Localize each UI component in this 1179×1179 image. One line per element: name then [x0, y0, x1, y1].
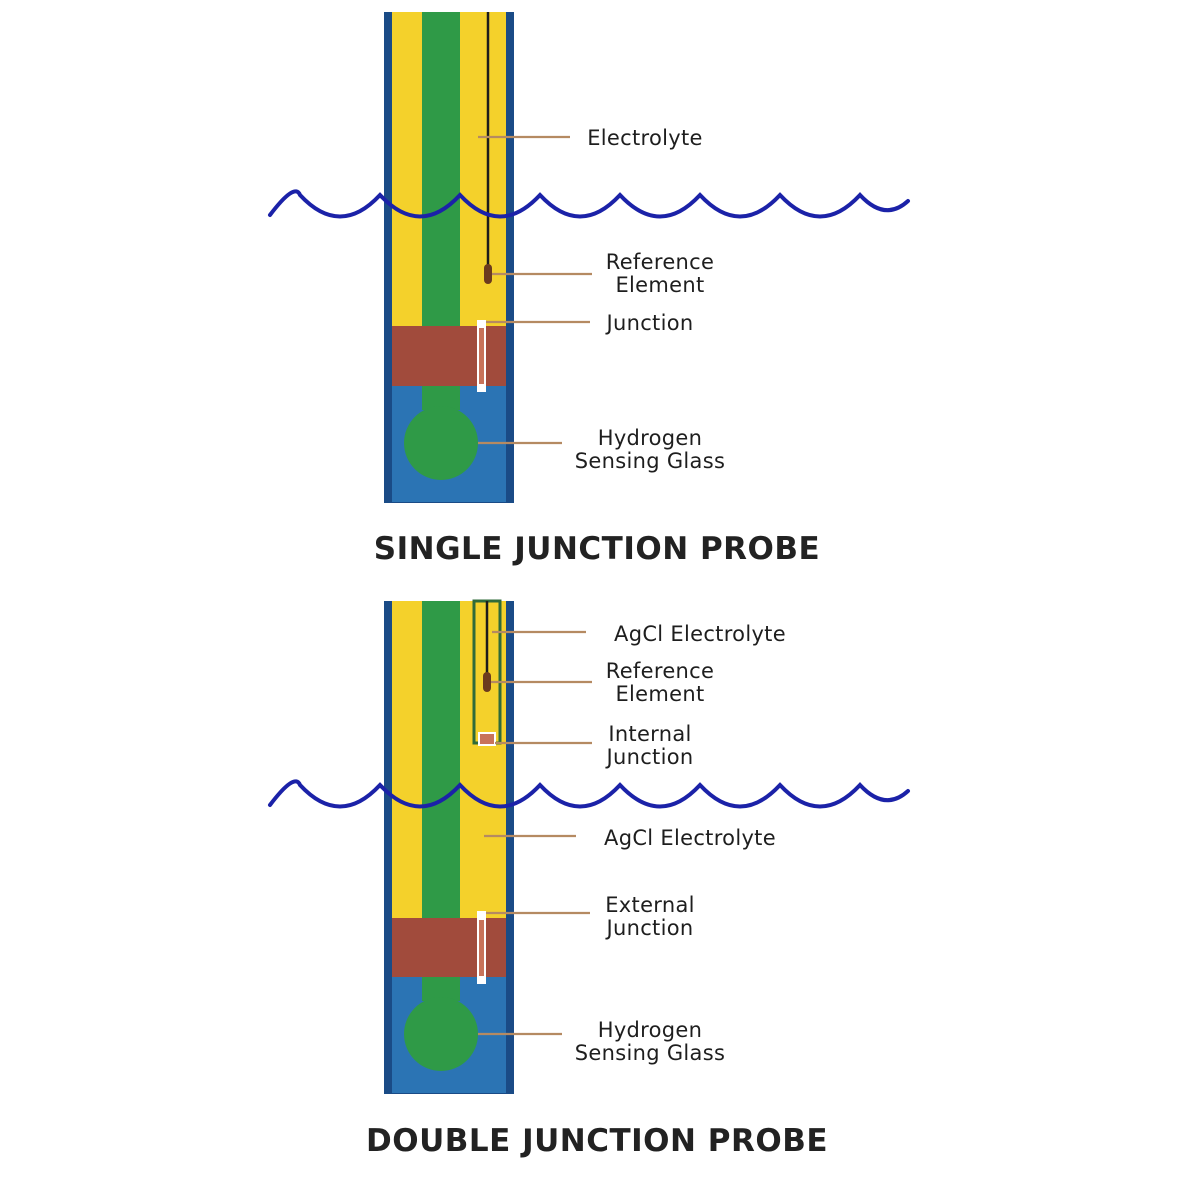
double-inner-tube	[422, 601, 460, 918]
double-label-external-line1: External	[605, 893, 695, 917]
single-junction-frit-core	[479, 328, 484, 384]
single-label-glass-line1: Hydrogen	[598, 426, 703, 450]
double-label-external-line2: Junction	[605, 916, 694, 940]
double-probe-body	[384, 599, 514, 1094]
double-labels: AgCl Electrolyte Reference Element Inter…	[575, 622, 786, 1065]
single-label-glass-line2: Sensing Glass	[575, 449, 725, 473]
single-probe: Electrolyte Reference Element Junction H…	[268, 12, 910, 567]
double-label-agcl-bottom: AgCl Electrolyte	[604, 826, 776, 850]
double-probe: AgCl Electrolyte Reference Element Inter…	[268, 599, 910, 1159]
single-probe-body	[384, 12, 514, 503]
double-label-internal-line1: Internal	[608, 722, 691, 746]
double-label-agcl-top: AgCl Electrolyte	[614, 622, 786, 646]
single-label-reference-line2: Element	[615, 273, 704, 297]
double-probe-title: DOUBLE JUNCTION PROBE	[366, 1123, 828, 1159]
double-label-glass-line1: Hydrogen	[598, 1018, 703, 1042]
single-leaders	[478, 135, 592, 445]
double-internal-junction	[478, 732, 496, 746]
double-sensing-glass-bulb	[404, 997, 478, 1071]
double-reference-element	[483, 672, 491, 692]
double-leaders	[478, 630, 592, 1036]
single-label-reference-line1: Reference	[606, 250, 714, 274]
single-reference-element	[484, 264, 492, 284]
double-label-internal-line2: Junction	[605, 745, 694, 769]
double-label-glass-line2: Sensing Glass	[575, 1041, 725, 1065]
single-probe-title: SINGLE JUNCTION PROBE	[374, 531, 820, 567]
double-label-reference-line1: Reference	[606, 659, 714, 683]
double-water-surface	[268, 779, 910, 809]
single-inner-tube	[422, 12, 460, 326]
single-label-electrolyte: Electrolyte	[587, 126, 703, 150]
double-external-junction-core	[479, 920, 484, 976]
single-label-junction: Junction	[605, 311, 694, 335]
single-sensing-glass-bulb	[404, 406, 478, 480]
single-junction-block	[392, 326, 506, 386]
double-label-reference-line2: Element	[615, 682, 704, 706]
single-labels: Electrolyte Reference Element Junction H…	[575, 126, 725, 473]
double-junction-block	[392, 918, 506, 977]
single-water-surface	[268, 189, 910, 219]
